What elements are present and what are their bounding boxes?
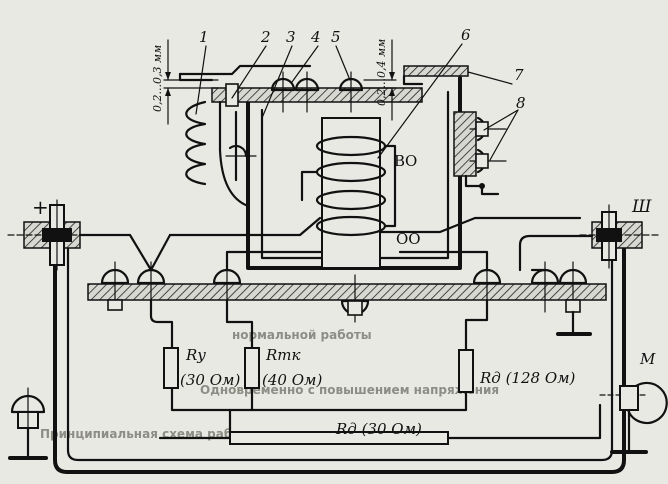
resistor-ry (163, 347, 179, 389)
label-rd-right: Rд (128 Ом) (479, 369, 576, 387)
dim-gap-left: 0,2...0,3 мм (151, 45, 164, 112)
label-rtk: Rтк (265, 346, 301, 364)
callout-4: 4 (310, 28, 321, 46)
label-plus: + (32, 195, 49, 219)
terminal-sh (579, 204, 661, 269)
callout-6: 6 (461, 26, 471, 44)
label-rtk-value: (40 Ом) (262, 371, 322, 389)
label-m: М (639, 350, 656, 368)
housing (53, 230, 626, 474)
base-plate (87, 283, 607, 301)
windings (300, 135, 397, 237)
right-contact-block (453, 111, 507, 196)
base-screws (100, 261, 592, 336)
wiring (78, 216, 602, 440)
resistor-rd-bottom (229, 431, 449, 445)
dim-gap-right: 0,2...0,4 мм (375, 39, 388, 106)
label-ry: Rу (185, 346, 206, 364)
spring (185, 100, 257, 208)
callout-leaders (195, 43, 519, 161)
callout-1: 1 (199, 28, 209, 46)
ground-terminal-m (599, 381, 668, 454)
label-vo: ВО (394, 152, 417, 170)
resistor-rtk (244, 347, 260, 389)
label-sh: Ш (631, 197, 652, 217)
terminal-plus (7, 199, 93, 271)
bleed-text-1: нормальной работы (232, 328, 372, 342)
label-ry-value: (30 Ом) (180, 371, 240, 389)
callout-7: 7 (514, 66, 524, 84)
armature (178, 64, 469, 103)
label-rd-bottom: Rд (30 Ом) (335, 420, 422, 438)
dimension-right (363, 39, 397, 121)
bleed-text-2: Одновременно с повышением напряжения (200, 383, 499, 397)
callout-2: 2 (260, 28, 271, 46)
callout-8: 8 (516, 94, 526, 112)
callout-3: 3 (286, 28, 296, 46)
mount-screw-left (8, 387, 48, 460)
contact-screws-top (225, 71, 364, 113)
dimension-left (163, 39, 219, 125)
callout-5: 5 (331, 28, 341, 46)
label-oo: ОО (396, 230, 421, 248)
resistor-rd-right (458, 349, 474, 393)
